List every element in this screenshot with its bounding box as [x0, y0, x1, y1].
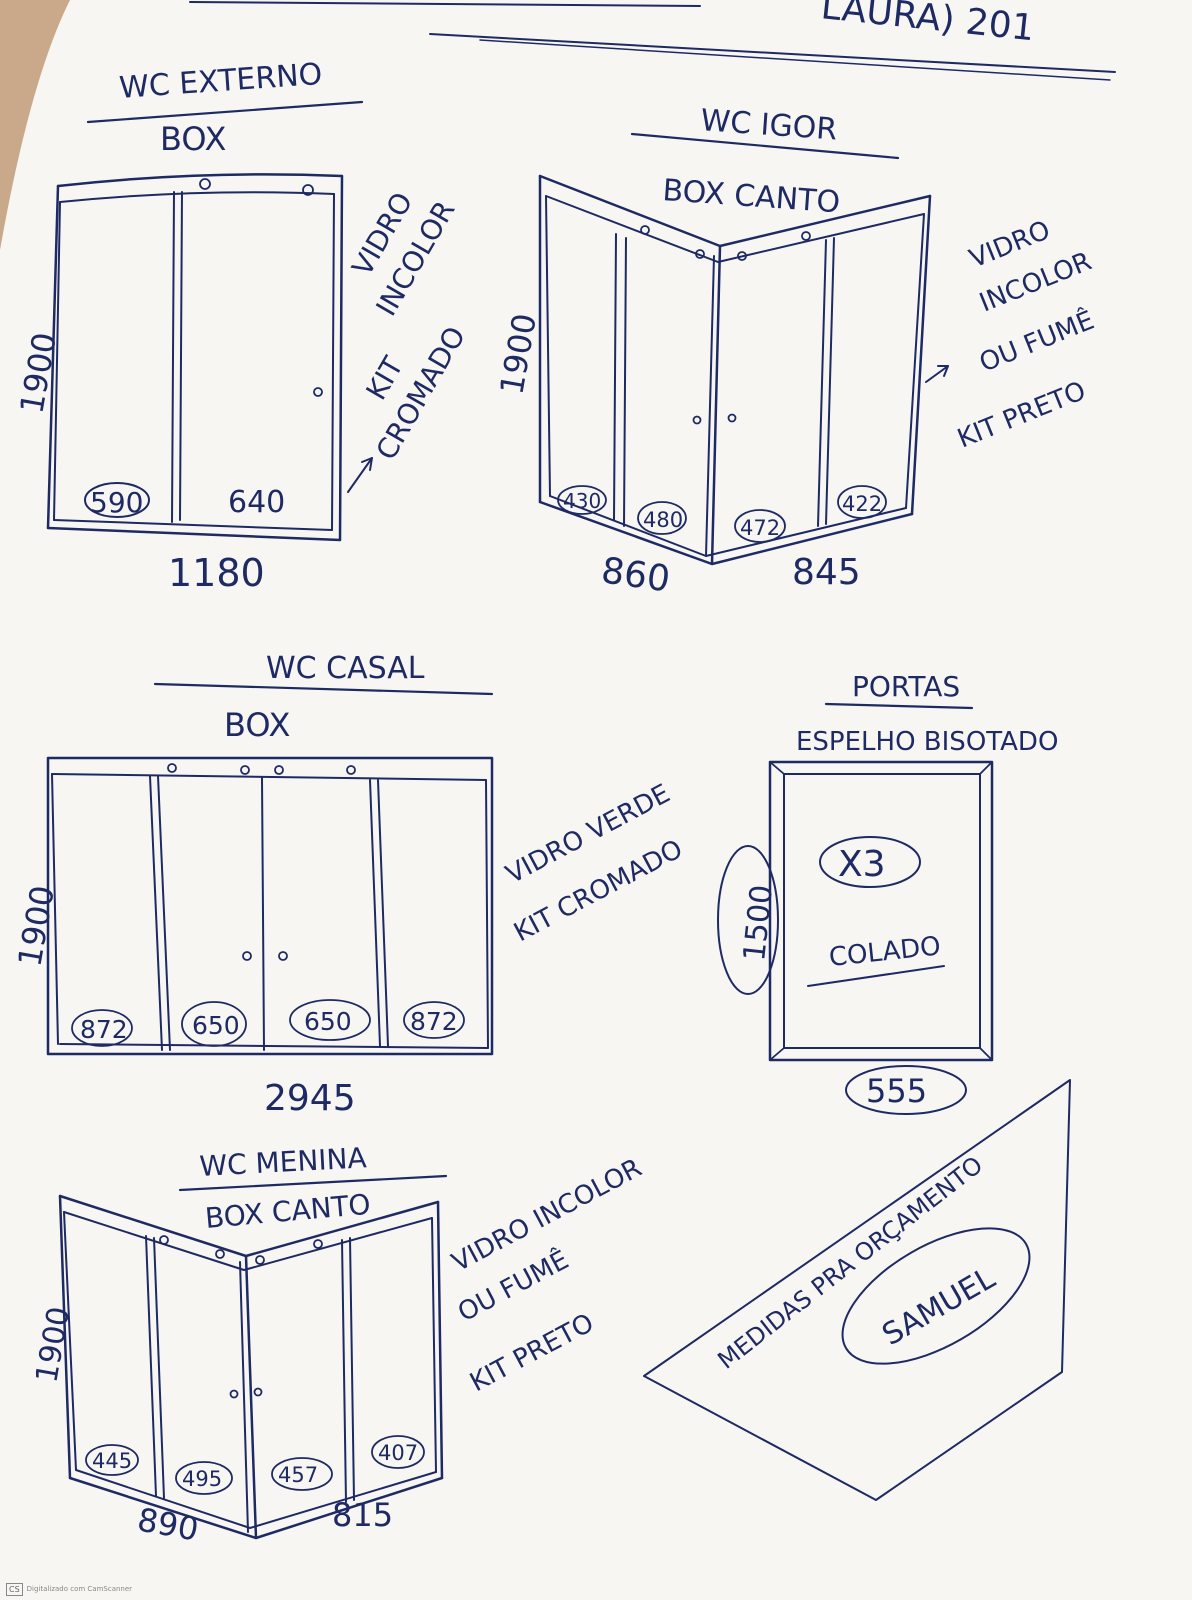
wc-menina-notes: VIDRO INCOLOR OU FUMÊ KIT PRETO — [447, 1153, 647, 1398]
scanner-logo: CS — [6, 1582, 23, 1596]
portas-subtitle: ESPELHO BISOTADO — [796, 727, 1058, 757]
wc-casal-panel-4: 872 — [410, 1007, 458, 1036]
wc-igor-notes: VIDRO INCOLOR OU FUMÊ KIT PRETO — [925, 215, 1098, 455]
header-fragment: LAURA) 201 — [819, 0, 1036, 49]
stamp-text: MEDIDAS PRA ORÇAMENTO — [712, 1151, 988, 1375]
portas-mirror-frame — [768, 760, 994, 1062]
portas-note: COLADO — [828, 931, 943, 973]
section-wc-externo: WC EXTERNO BOX 1900 590 640 1180 VIDRO I… — [12, 57, 472, 595]
wc-casal-frame — [46, 756, 494, 1056]
wc-externo-subtitle: BOX — [160, 120, 226, 158]
section-wc-casal: WC CASAL BOX 1900 872 650 650 — [10, 651, 687, 1119]
wc-casal-height: 1900 — [10, 883, 62, 970]
wc-igor-height: 1900 — [492, 311, 544, 398]
portas-width: 555 — [866, 1072, 927, 1110]
scanner-stamp: CS Digitalizado com CamScanner — [6, 1582, 132, 1596]
wc-externo-panel-1: 590 — [90, 486, 143, 519]
wc-igor-frame — [538, 174, 932, 566]
section-wc-menina: WC MENINA BOX CANTO 1900 4 — [29, 1141, 646, 1548]
section-stamp: MEDIDAS PRA ORÇAMENTO SAMUEL — [643, 1079, 1071, 1501]
wc-externo-width: 1180 — [168, 551, 265, 595]
wc-menina-title: WC MENINA — [199, 1141, 368, 1183]
wc-menina-panel-2: 495 — [182, 1467, 222, 1491]
wc-casal-notes: VIDRO VERDE KIT CROMADO — [501, 779, 688, 948]
wc-igor-left-width: 860 — [599, 550, 673, 600]
portas-height: 1500 — [737, 883, 780, 963]
section-portas: PORTAS ESPELHO BISOTADO X3 COLADO 1500 5… — [717, 670, 1058, 1115]
wc-igor-panel-1: 430 — [563, 489, 601, 513]
stamp-signature: SAMUEL — [877, 1261, 1002, 1353]
wc-igor-title: WC IGOR — [699, 103, 838, 147]
wc-casal-width: 2945 — [264, 1078, 356, 1119]
wc-externo-panel-2: 640 — [228, 485, 285, 520]
wc-externo-frame — [46, 173, 344, 542]
wc-igor-panel-2: 480 — [643, 508, 683, 532]
wc-menina-panel-4: 407 — [378, 1441, 418, 1465]
wc-igor-subtitle: BOX CANTO — [661, 173, 841, 220]
wc-externo-title: WC EXTERNO — [118, 57, 323, 106]
wc-igor-panel-4: 422 — [842, 492, 882, 516]
page-header: LAURA) 201 — [189, 0, 1116, 81]
wc-externo-notes: VIDRO INCOLOR KIT CROMADO — [345, 187, 472, 493]
paper-shadow — [0, 0, 70, 250]
section-wc-igor: WC IGOR BOX CANTO 1900 430 — [492, 103, 1098, 600]
wc-casal-panel-3: 650 — [304, 1007, 352, 1036]
scanner-text: Digitalizado com CamScanner — [26, 1585, 133, 1593]
wc-igor-right-width: 845 — [792, 552, 861, 593]
wc-casal-panel-2: 650 — [192, 1011, 240, 1040]
wc-menina-height: 1900 — [29, 1304, 77, 1385]
wc-menina-panel-3: 457 — [278, 1463, 318, 1487]
wc-menina-note-3: KIT PRETO — [465, 1308, 599, 1398]
wc-casal-subtitle: BOX — [224, 706, 290, 744]
wc-menina-right-width: 815 — [332, 1496, 393, 1534]
portas-quantity: X3 — [838, 844, 886, 885]
wc-casal-panel-1: 872 — [80, 1015, 128, 1044]
wc-igor-panel-3: 472 — [740, 516, 780, 540]
wc-igor-note-4: KIT PRETO — [953, 376, 1090, 455]
wc-casal-title: WC CASAL — [266, 651, 425, 686]
portas-title: PORTAS — [852, 670, 960, 703]
wc-menina-frame — [58, 1194, 444, 1540]
wc-menina-panel-1: 445 — [92, 1449, 132, 1473]
